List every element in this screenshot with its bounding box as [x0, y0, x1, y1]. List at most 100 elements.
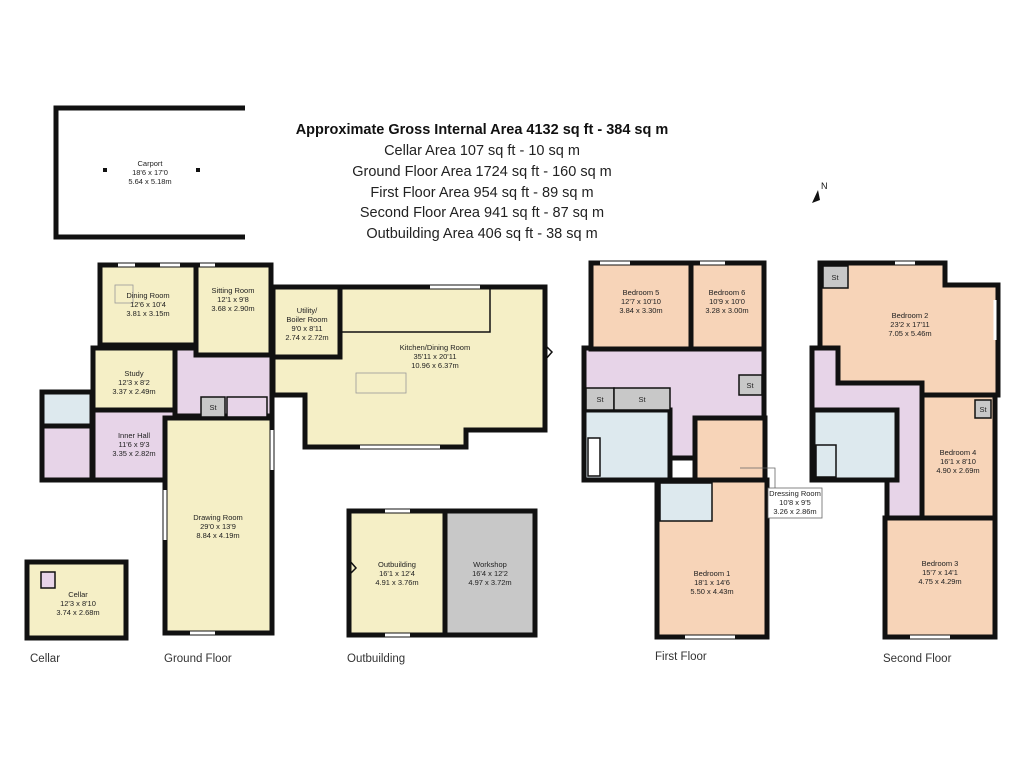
- room-imperial: 12'7 x 10'10: [621, 297, 661, 306]
- first-floor-area: First Floor Area 954 sq ft - 89 sq m: [370, 185, 593, 201]
- outbuilding-area: Outbuilding Area 406 sq ft - 38 sq m: [366, 226, 597, 242]
- room-metric: 4.90 x 2.69m: [936, 466, 979, 475]
- carport: [53, 105, 245, 240]
- storage-label: St: [831, 273, 839, 282]
- outbuilding-plan: [346, 508, 538, 638]
- room-name: Study: [124, 369, 143, 378]
- room-metric: 4.91 x 3.76m: [375, 578, 418, 587]
- room-imperial: 23'2 x 17'11: [890, 320, 929, 329]
- room-name: Carport: [137, 159, 163, 168]
- room-metric: 3.84 x 3.30m: [619, 306, 662, 315]
- floor-label-cellar: Cellar: [30, 653, 60, 665]
- room-imperial: 12'3 x 8'10: [60, 599, 96, 608]
- room-imperial: 12'6 x 10'4: [130, 300, 166, 309]
- storage-label: St: [746, 381, 754, 390]
- floor-label-second: Second Floor: [883, 653, 952, 665]
- room-metric: 3.68 x 2.90m: [211, 304, 254, 313]
- room-imperial: 18'6 x 17'0: [132, 168, 168, 177]
- area-summary: Approximate Gross Internal Area 4132 sq …: [296, 122, 669, 242]
- room-metric: 3.37 x 2.49m: [112, 387, 155, 396]
- room-imperial: 16'1 x 8'10: [940, 457, 976, 466]
- floor-label-first: First Floor: [655, 651, 707, 663]
- room-name: Cellar: [68, 590, 88, 599]
- room-metric: 4.75 x 4.29m: [918, 577, 961, 586]
- room-name: Bedroom 4: [940, 448, 977, 457]
- floor-label-ground: Ground Floor: [164, 653, 232, 665]
- room-imperial: 10'9 x 10'0: [709, 297, 745, 306]
- room-name: Bedroom 6: [709, 288, 746, 297]
- room-name: Utility/: [297, 306, 318, 315]
- room-imperial: 11'6 x 9'3: [118, 440, 149, 449]
- room-metric: 10.96 x 6.37m: [411, 361, 459, 370]
- room-name: Inner Hall: [118, 431, 150, 440]
- cellar-plan: [24, 559, 129, 641]
- storage-label: St: [596, 395, 604, 404]
- storage-label: St: [979, 405, 987, 414]
- room-imperial: 12'3 x 8'2: [118, 378, 150, 387]
- second-floor-area: Second Floor Area 941 sq ft - 87 sq m: [360, 205, 604, 221]
- room-name: Bedroom 1: [694, 569, 731, 578]
- gross-area: Approximate Gross Internal Area 4132 sq …: [296, 122, 669, 138]
- room-metric: 3.26 x 2.86m: [773, 507, 816, 516]
- dressing-room-callout: [740, 467, 823, 519]
- room-metric: 3.81 x 3.15m: [126, 309, 169, 318]
- cellar-area: Cellar Area 107 sq ft - 10 sq m: [384, 143, 580, 159]
- room-imperial: 12'1 x 9'8: [217, 295, 249, 304]
- room-imperial: 9'0 x 8'11: [291, 324, 322, 333]
- room-metric: 3.35 x 2.82m: [112, 449, 155, 458]
- room-name: Kitchen/Dining Room: [400, 343, 470, 352]
- storage-label: St: [638, 395, 646, 404]
- room-metric: 8.84 x 4.19m: [196, 531, 239, 540]
- room-imperial: 18'1 x 14'6: [694, 578, 730, 587]
- ground-floor-area: Ground Floor Area 1724 sq ft - 160 sq m: [352, 164, 612, 180]
- room-name: Dressing Room: [769, 489, 821, 498]
- room-metric: 4.97 x 3.72m: [468, 578, 511, 587]
- room-metric: 5.64 x 5.18m: [128, 177, 171, 186]
- room-name: Sitting Room: [212, 286, 255, 295]
- room-imperial: 35'11 x 20'11: [413, 352, 456, 361]
- room-name: Drawing Room: [193, 513, 243, 522]
- room-name: Workshop: [473, 560, 507, 569]
- room-name: Bedroom 5: [623, 288, 660, 297]
- north-arrow-icon: N: [812, 181, 828, 203]
- second-floor-plan: St St: [809, 260, 1001, 640]
- room-imperial: 16'1 x 12'4: [379, 569, 415, 578]
- storage-label: St: [209, 403, 217, 412]
- north-label: N: [821, 181, 828, 191]
- room-metric: 5.50 x 4.43m: [690, 587, 733, 596]
- room-name: Bedroom 3: [922, 559, 959, 568]
- first-floor-plan: St St St: [581, 260, 770, 640]
- room-metric: 7.05 x 5.46m: [888, 329, 931, 338]
- room-name: Bedroom 2: [892, 311, 929, 320]
- ground-floor-plan: St: [39, 262, 554, 636]
- room-name: Dining Room: [126, 291, 169, 300]
- room-imperial: 10'8 x 9'5: [779, 498, 811, 507]
- room-metric: 3.28 x 3.00m: [705, 306, 748, 315]
- room-name: Boiler Room: [286, 315, 327, 324]
- room-imperial: 29'0 x 13'9: [200, 522, 236, 531]
- room-metric: 3.74 x 2.68m: [56, 608, 99, 617]
- floor-label-outbuilding: Outbuilding: [347, 653, 405, 665]
- room-metric: 2.74 x 2.72m: [285, 333, 328, 342]
- room-imperial: 16'4 x 12'2: [472, 569, 508, 578]
